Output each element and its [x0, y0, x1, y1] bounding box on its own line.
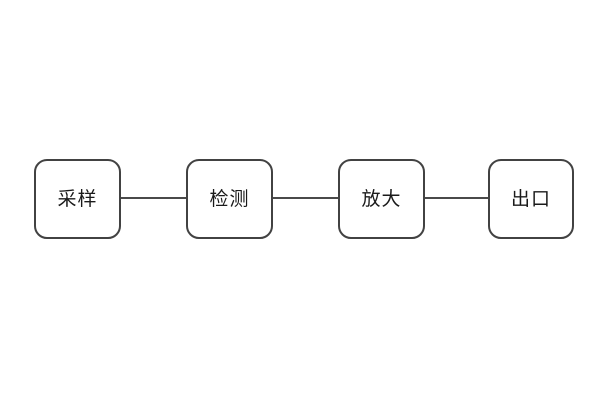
connector-line-2 [273, 197, 338, 199]
connector-line-1 [121, 197, 186, 199]
connector-line-3 [425, 197, 488, 199]
flow-node-detection: 检测 [186, 159, 273, 239]
flow-node-outlet: 出口 [488, 159, 574, 239]
flow-node-label: 检测 [209, 188, 250, 210]
flow-node-sampling: 采样 [34, 159, 121, 239]
flow-node-label: 出口 [510, 188, 551, 210]
flow-node-label: 采样 [57, 188, 98, 210]
flow-node-label: 放大 [361, 188, 402, 210]
flow-node-amplify: 放大 [338, 159, 425, 239]
